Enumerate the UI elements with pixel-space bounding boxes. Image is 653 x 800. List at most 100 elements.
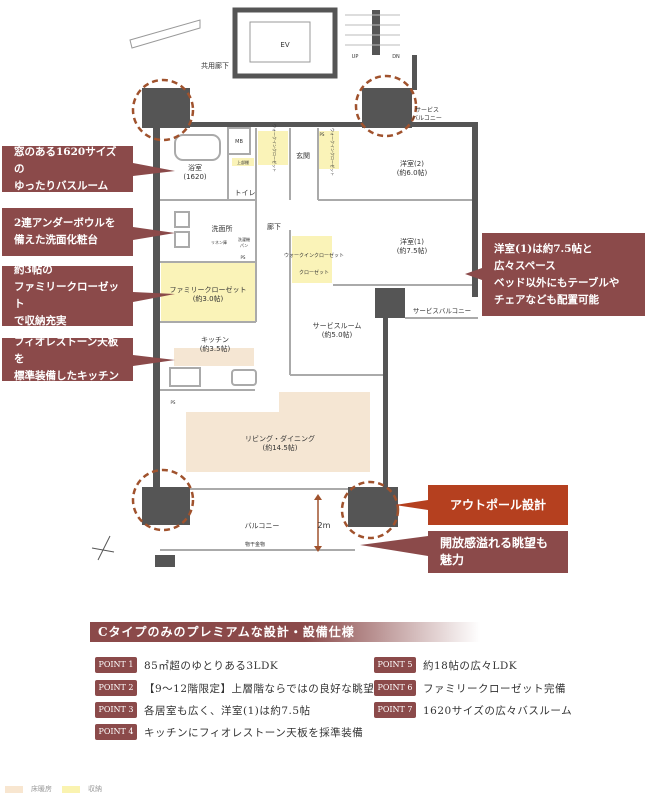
callout-text: 広々スペース xyxy=(494,259,556,272)
service-balcony-label: サービスバルコニー xyxy=(413,306,471,315)
arrow-head xyxy=(314,494,322,500)
family-closet-size: (約3.0帖) xyxy=(193,294,224,303)
wic-label: ウォークインクローゼット xyxy=(284,252,344,259)
wall xyxy=(412,55,417,90)
callout-text: フィオレストーン天板を xyxy=(14,336,119,365)
washer-pan-label: 洗濯機 xyxy=(238,236,250,242)
feature-point: POINT 4 キッチンにフィオレストーン天板を採準装備 xyxy=(95,724,363,740)
closet-label: クローゼット xyxy=(299,269,329,276)
point-text: 【9～12階限定】上層階ならではの良好な眺望 xyxy=(144,682,375,695)
shelf-label: 上部棚 xyxy=(237,159,249,165)
common-corridor-railing xyxy=(129,19,201,49)
outpole-marker xyxy=(131,468,195,532)
service-room-size: (約5.0帖) xyxy=(322,330,353,339)
point-text: ファミリークローゼット完備 xyxy=(423,682,566,695)
feature-point: POINT 2 【9～12階限定】上層階ならではの良好な眺望 xyxy=(95,680,374,696)
legend-label: 収納 xyxy=(88,785,102,793)
ev-car xyxy=(249,21,311,63)
kitchen-size: (約3.5帖) xyxy=(200,344,231,353)
common-corridor-label: 共用廊下 xyxy=(201,61,229,70)
ev-shaft xyxy=(232,7,338,79)
feature-point: POINT 3 各居室も広く、洋室(1)は約7.5帖 xyxy=(95,702,311,718)
room2-size: (約6.0帖) xyxy=(397,168,428,177)
callout-closet: 約3帖のファミリークローゼットで収納充実 xyxy=(2,264,133,327)
outpole-marker xyxy=(340,480,400,540)
linen-label: リネン庫 xyxy=(211,239,227,245)
toilet-label: トイレ xyxy=(235,189,256,197)
callout-text: チェアなども配置可能 xyxy=(494,293,599,306)
service-room-label: サービスルーム xyxy=(313,321,362,330)
service-balcony-top-label: バルコニー xyxy=(412,115,442,122)
point-badge: POINT 2 xyxy=(95,680,137,696)
point-badge: POINT 5 xyxy=(374,657,416,673)
service-balcony-top-label: サービス xyxy=(415,106,439,114)
callout-text: 2連アンダーボウルを xyxy=(14,217,116,229)
mb-label: MB xyxy=(235,139,243,145)
point-text: 約18帖の広々LDK xyxy=(423,659,518,672)
callout-pointer xyxy=(395,500,428,510)
ps-label: PS xyxy=(241,255,246,260)
callout-text: ファミリークローゼット xyxy=(14,281,119,310)
entrance-label: 玄関 xyxy=(296,151,310,160)
room2-label: 洋室(2) xyxy=(400,159,424,168)
point-badge: POINT 6 xyxy=(374,680,416,696)
bath-label: 浴室 xyxy=(188,163,202,172)
living-label: リビング・ダイニング xyxy=(245,434,315,443)
feature-point: POINT 1 85㎡超のゆとりある3LDK xyxy=(95,657,278,673)
legend-label: 床暖房 xyxy=(31,785,52,793)
stairs-up-label: UP xyxy=(352,54,359,60)
point-badge: POINT 1 xyxy=(95,657,137,673)
floor-plan: EV UP DN 共用廊下 サービス バルコニー MB ウォークインクローゼット… xyxy=(91,7,482,567)
point-text: キッチンにフィオレストーン天板を採準装備 xyxy=(144,726,364,739)
wic3-area xyxy=(292,236,332,283)
point-text: 各居室も広く、洋室(1)は約7.5帖 xyxy=(144,704,311,717)
outpole-marker xyxy=(354,74,418,138)
kitchen-label: キッチン xyxy=(201,336,229,344)
callout-text: で収納充実 xyxy=(14,315,67,327)
shelf-area xyxy=(232,158,254,166)
outpole-marker xyxy=(131,78,195,142)
point-text: 85㎡超のゆとりある3LDK xyxy=(144,659,279,672)
wic-label: ウォークインクローゼット xyxy=(272,124,278,172)
callout-text: 備えた洗面化粧台 xyxy=(14,234,98,246)
arrow-head xyxy=(314,546,322,552)
stair-wall xyxy=(372,10,380,55)
callout-kitchen: フィオレストーン天板を標準装備したキッチン xyxy=(2,336,133,382)
dimension-label: 2m xyxy=(318,521,331,530)
callout-text: 洋室(1)は約7.5帖と xyxy=(494,242,593,255)
stairs xyxy=(345,14,400,46)
callout-text: アウトポール設計 xyxy=(449,497,546,512)
room1-size: (約7.5帖) xyxy=(397,246,428,255)
washer-pan-label: パン xyxy=(240,243,248,248)
room1-label: 洋室(1) xyxy=(400,237,424,246)
callout-view: 開放感溢れる眺望も魅力 xyxy=(428,531,568,573)
callout-text: ゆったりバスルーム xyxy=(14,179,109,192)
family-closet-label: ファミリークローゼット xyxy=(170,285,247,294)
ps-label: PS xyxy=(320,132,325,137)
callout-pointers xyxy=(133,163,482,556)
walls xyxy=(142,88,478,567)
point-badge: POINT 7 xyxy=(374,702,416,718)
wic2-area xyxy=(319,131,339,169)
living-size: (約14.5帖) xyxy=(262,443,297,452)
wic1-area xyxy=(258,131,288,165)
point-badge: POINT 3 xyxy=(95,702,137,718)
legend-swatch xyxy=(5,785,23,793)
callout-text: 窓のある1620サイズの xyxy=(14,145,117,175)
living-heat-area xyxy=(186,392,370,472)
stairs-dn-label: DN xyxy=(392,54,400,60)
legend-floor-heating: 床暖房 xyxy=(5,784,52,794)
family-closet-area xyxy=(161,262,257,322)
callout-text: 標準装備したキッチン xyxy=(14,370,119,382)
ps-label: PS xyxy=(171,400,176,405)
washroom-label: 洗面所 xyxy=(212,224,233,233)
callout-text: 約3帖の xyxy=(14,264,53,276)
ev-label: EV xyxy=(280,41,289,49)
callout-text: ベッド以外にもテーブルや xyxy=(494,276,620,289)
legend-storage: 収納 xyxy=(62,784,102,794)
interior-walls xyxy=(160,127,478,551)
point-badge: POINT 4 xyxy=(95,724,137,740)
callout-outpole: アウトポール設計 xyxy=(428,485,568,525)
drying-rack-label: 物干金物 xyxy=(245,541,265,548)
